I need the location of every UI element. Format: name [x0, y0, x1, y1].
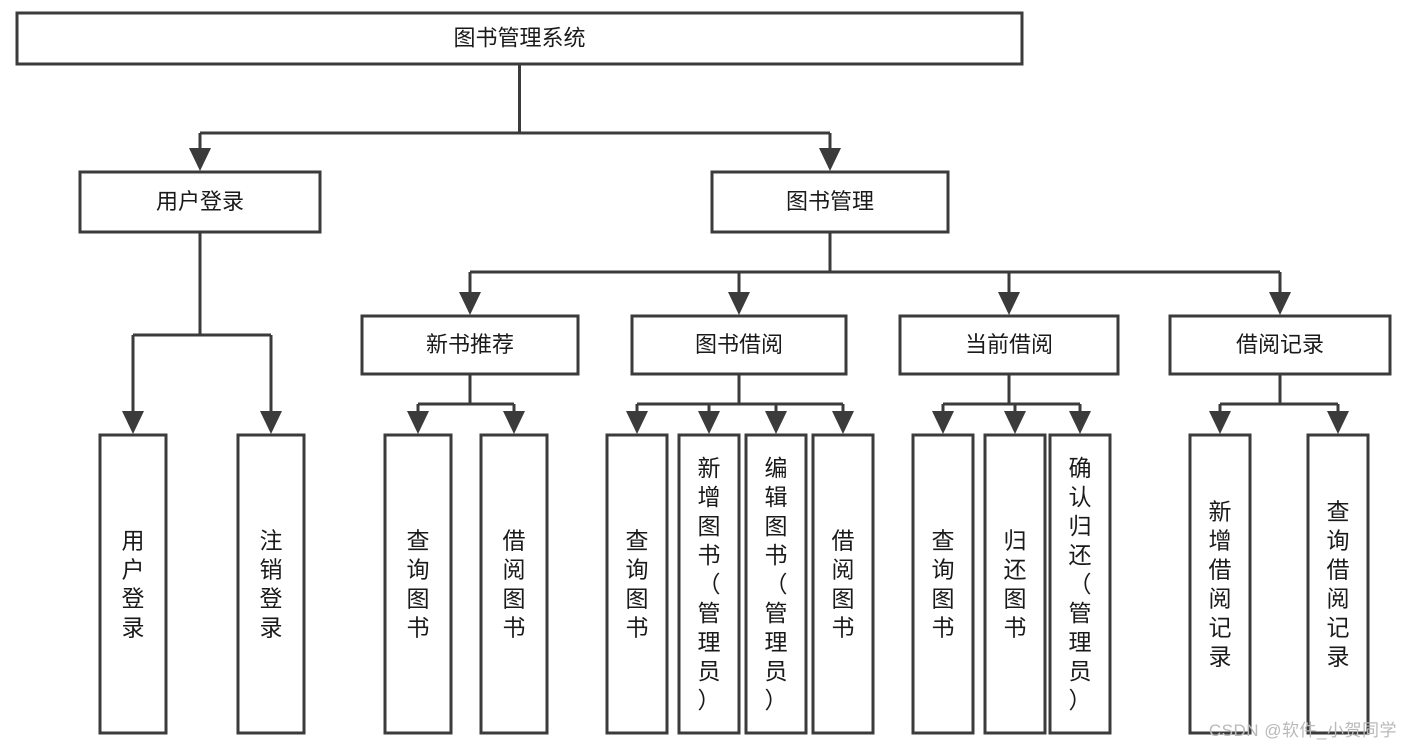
node-l2_0[interactable]: 用户登录: [78, 170, 322, 234]
node-leaf_11[interactable]: 新增借阅记录: [1188, 433, 1252, 735]
node-label: 查询借阅记录: [1327, 499, 1350, 670]
node-l2_1[interactable]: 图书管理: [710, 170, 950, 234]
arrow-head-icon: [832, 411, 854, 434]
node-box[interactable]: [911, 433, 975, 735]
arrow-head-icon: [626, 411, 648, 434]
arrow-head-icon: [765, 411, 787, 434]
node-box[interactable]: [1048, 433, 1112, 735]
node-leaf_6[interactable]: 编辑图书（管理员）: [744, 433, 808, 735]
arrow-head-icon: [1327, 411, 1349, 434]
arrow-head-icon: [728, 292, 750, 315]
node-box[interactable]: [1168, 314, 1392, 376]
node-root[interactable]: 图书管理系统: [15, 11, 1024, 66]
node-label: 注销登录: [260, 528, 283, 641]
arrow-head-icon: [189, 148, 211, 171]
node-label: 借阅图书: [503, 528, 526, 641]
node-label: 新增借阅记录: [1209, 499, 1232, 670]
node-label: 查询图书: [932, 528, 955, 641]
node-box[interactable]: [15, 11, 1024, 66]
node-box[interactable]: [983, 433, 1047, 735]
node-box[interactable]: [98, 433, 168, 735]
node-box[interactable]: [898, 314, 1120, 376]
node-label: 新增图书（管理员）: [698, 455, 721, 713]
node-label: 确认归还（管理员）: [1069, 455, 1092, 713]
arrow-head-icon: [1004, 411, 1026, 434]
connector-group: [932, 374, 1091, 434]
connector-group: [459, 232, 1291, 315]
node-leaf_9[interactable]: 归还图书: [983, 433, 1047, 735]
node-label: 图书借阅: [695, 332, 783, 357]
node-leaf_4[interactable]: 查询图书: [605, 433, 669, 735]
arrow-head-icon: [932, 411, 954, 434]
node-label: 图书管理: [786, 189, 874, 214]
node-box[interactable]: [677, 433, 741, 735]
arrow-head-icon: [819, 148, 841, 171]
node-label: 查询图书: [626, 528, 649, 641]
node-leaf_2[interactable]: 查询图书: [383, 433, 453, 735]
node-box[interactable]: [605, 433, 669, 735]
arrow-head-icon: [1209, 411, 1231, 434]
node-leaf_7[interactable]: 借阅图书: [811, 433, 875, 735]
node-box[interactable]: [383, 433, 453, 735]
connector-group: [122, 232, 282, 434]
node-label: 用户登录: [156, 189, 244, 214]
node-l3_0[interactable]: 新书推荐: [360, 314, 580, 376]
node-l3_3[interactable]: 借阅记录: [1168, 314, 1392, 376]
node-box[interactable]: [744, 433, 808, 735]
node-box[interactable]: [811, 433, 875, 735]
node-box[interactable]: [479, 433, 549, 735]
arrow-head-icon: [122, 411, 144, 434]
node-leaf_0[interactable]: 用户登录: [98, 433, 168, 735]
node-label: 当前借阅: [965, 332, 1053, 357]
node-box[interactable]: [1188, 433, 1252, 735]
node-label: 用户登录: [122, 528, 145, 641]
csdn-watermark: CSDN @软件_小贺同学: [1208, 721, 1397, 740]
arrow-head-icon: [698, 411, 720, 434]
node-box[interactable]: [78, 170, 322, 234]
node-leaf_5[interactable]: 新增图书（管理员）: [677, 433, 741, 735]
arrow-head-icon: [260, 411, 282, 434]
arrow-head-icon: [998, 292, 1020, 315]
connector-group: [1209, 374, 1349, 434]
connector-group: [626, 374, 854, 434]
node-layer: 图书管理系统用户登录图书管理新书推荐图书借阅当前借阅借阅记录用户登录注销登录查询…: [15, 11, 1392, 735]
connector-group: [189, 64, 841, 171]
arrow-head-icon: [503, 411, 525, 434]
node-box[interactable]: [236, 433, 306, 735]
node-label: 图书管理系统: [453, 25, 585, 50]
arrow-head-icon: [459, 292, 481, 315]
node-box[interactable]: [710, 170, 950, 234]
node-label: 查询图书: [407, 528, 430, 641]
node-leaf_12[interactable]: 查询借阅记录: [1306, 433, 1370, 735]
node-box[interactable]: [1306, 433, 1370, 735]
node-l3_2[interactable]: 当前借阅: [898, 314, 1120, 376]
node-box[interactable]: [360, 314, 580, 376]
arrow-head-icon: [1269, 292, 1291, 315]
node-l3_1[interactable]: 图书借阅: [630, 314, 848, 376]
node-box[interactable]: [630, 314, 848, 376]
node-label: 借阅记录: [1236, 332, 1324, 357]
node-leaf_3[interactable]: 借阅图书: [479, 433, 549, 735]
connector-layer: [122, 64, 1349, 434]
node-label: 借阅图书: [832, 528, 855, 641]
arrow-head-icon: [1069, 411, 1091, 434]
node-leaf_8[interactable]: 查询图书: [911, 433, 975, 735]
node-label: 新书推荐: [426, 332, 514, 357]
node-label: 归还图书: [1004, 528, 1027, 641]
connector-group: [407, 374, 525, 434]
node-leaf_1[interactable]: 注销登录: [236, 433, 306, 735]
node-label: 编辑图书（管理员）: [765, 455, 788, 713]
arrow-head-icon: [407, 411, 429, 434]
node-leaf_10[interactable]: 确认归还（管理员）: [1048, 433, 1112, 735]
